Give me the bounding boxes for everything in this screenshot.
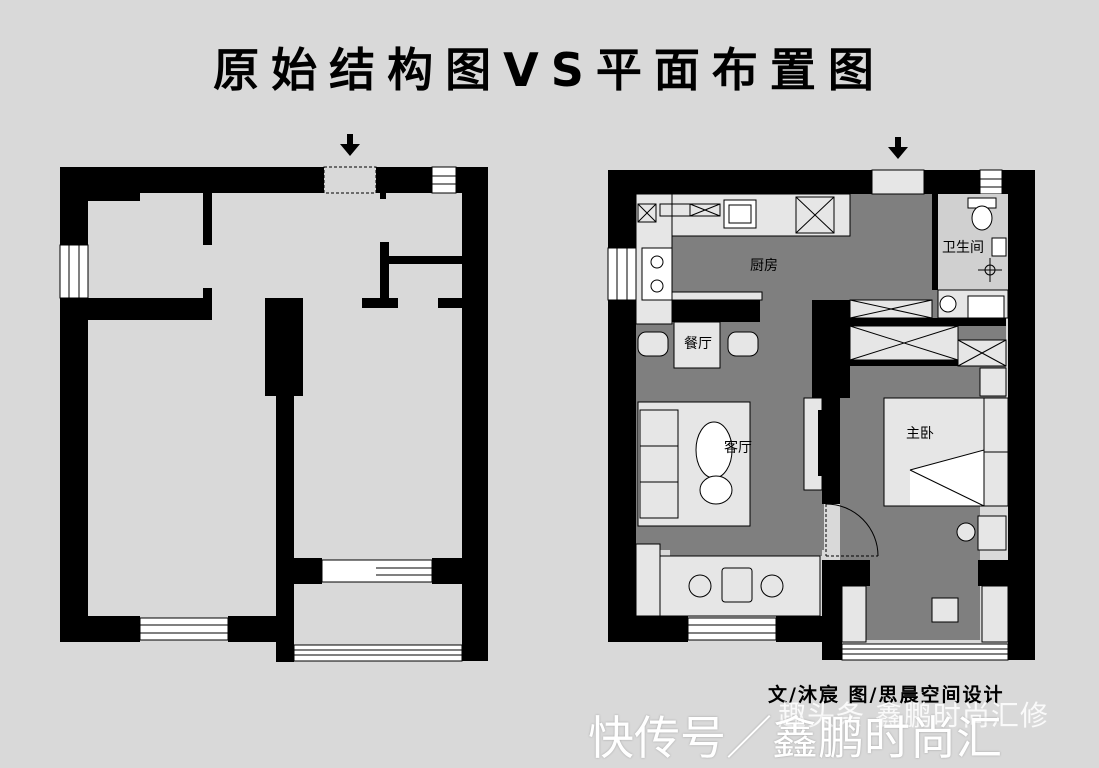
entry-door-gap: [323, 166, 377, 194]
wall-bath-bottom: [850, 318, 1006, 326]
balcony-cabinet: [841, 585, 1009, 643]
wall-inner-top-stub: [88, 193, 140, 201]
wall-wardrobe-bottom: [850, 360, 980, 366]
wall-center-vertical: [822, 398, 840, 504]
stove-icon: [641, 247, 673, 301]
desk: [956, 515, 1007, 551]
entry-arrow-icon: [888, 137, 908, 159]
wall-right: [462, 167, 488, 661]
room-label-bathroom: 卫生间: [942, 240, 984, 256]
wall-bath-bottom-left: [362, 298, 398, 308]
headboard: [983, 397, 1009, 507]
wall-balcony-left: [276, 558, 294, 662]
wall-left-upper: [60, 167, 88, 245]
washbasin-icon: [991, 237, 1007, 257]
wall-top-right: [376, 167, 432, 193]
entry-arrow-icon: [340, 134, 360, 156]
wall-bath-bottom-right: [438, 298, 462, 308]
wall-inner-vertical-1: [203, 193, 212, 245]
window-top: [979, 169, 1003, 195]
window-top: [431, 166, 457, 194]
dining-chair-left: [637, 331, 669, 357]
wall-bath-top: [389, 256, 462, 264]
sofa: [637, 401, 751, 527]
page-title: 原始结构图VS平面布置图: [213, 43, 886, 97]
room-label-dining: 餐厅: [684, 336, 712, 352]
study-counter: [635, 543, 821, 617]
window-balcony: [321, 559, 433, 583]
wall-bottom-left: [60, 616, 140, 642]
entry-door: [871, 169, 925, 195]
design-credit: 文/沐宸 图/思晨空间设计: [768, 684, 1005, 706]
dining-table: [673, 321, 721, 369]
bedroom-stool: [931, 597, 959, 623]
toilet-icon: [967, 197, 997, 231]
wall-balcony-top-right: [978, 560, 1008, 586]
wall-top-left: [608, 170, 872, 194]
wall-left-upper: [608, 170, 636, 248]
furnished-layout-plan: 厨房 卫生间 餐厅 客厅 主卧: [607, 137, 1035, 661]
wall-balcony-top-left: [294, 558, 322, 584]
tv-cabinet: [803, 397, 823, 491]
room-label-kitchen: 厨房: [750, 258, 778, 274]
wall-balcony-top-right: [432, 558, 462, 584]
original-structure-plan: [59, 134, 488, 662]
wall-inner-horizontal: [88, 298, 212, 320]
wall-top-left: [60, 167, 324, 193]
wall-top-right: [924, 170, 980, 194]
window-balcony-bottom: [841, 643, 1009, 661]
wall-left-lower: [608, 300, 636, 642]
shower-icon: [978, 258, 1002, 282]
wall-right: [1008, 170, 1035, 660]
room-label-master-bedroom: 主卧: [906, 426, 934, 442]
wall-left-lower: [60, 298, 88, 642]
watermark-top: 趣头条 鑫鹏时尚汇修: [778, 699, 1049, 732]
room-label-living: 客厅: [724, 439, 752, 456]
storage-cabinet: [849, 299, 933, 319]
wall-bath-left: [380, 242, 389, 308]
sink-icon: [723, 199, 757, 229]
watermark-main: 快传号／鑫鹏时尚汇: [588, 711, 1002, 765]
wall-center-vertical: [276, 396, 294, 560]
nightstand: [979, 367, 1007, 397]
window-bottom: [139, 617, 229, 641]
floor-entry: [850, 194, 932, 300]
wall-bottom-left: [608, 616, 688, 642]
bed: [883, 397, 985, 507]
window-left: [607, 247, 637, 301]
wall-bath-left: [932, 194, 938, 290]
wall-balcony-left: [822, 560, 842, 660]
wall-column: [265, 298, 303, 396]
window-bottom: [687, 617, 777, 641]
coffee-table: [695, 421, 733, 505]
dining-chair-right: [727, 331, 759, 357]
laundry-area: [937, 289, 1009, 319]
wardrobe: [849, 325, 1007, 367]
window-balcony-bottom: [293, 644, 463, 662]
wall-balcony-top: [842, 560, 870, 586]
window-left: [59, 244, 89, 299]
bar-counter: [671, 291, 763, 301]
bedroom-door: [825, 503, 879, 557]
wall-inner-mark: [380, 193, 386, 199]
wall-column: [812, 300, 850, 398]
